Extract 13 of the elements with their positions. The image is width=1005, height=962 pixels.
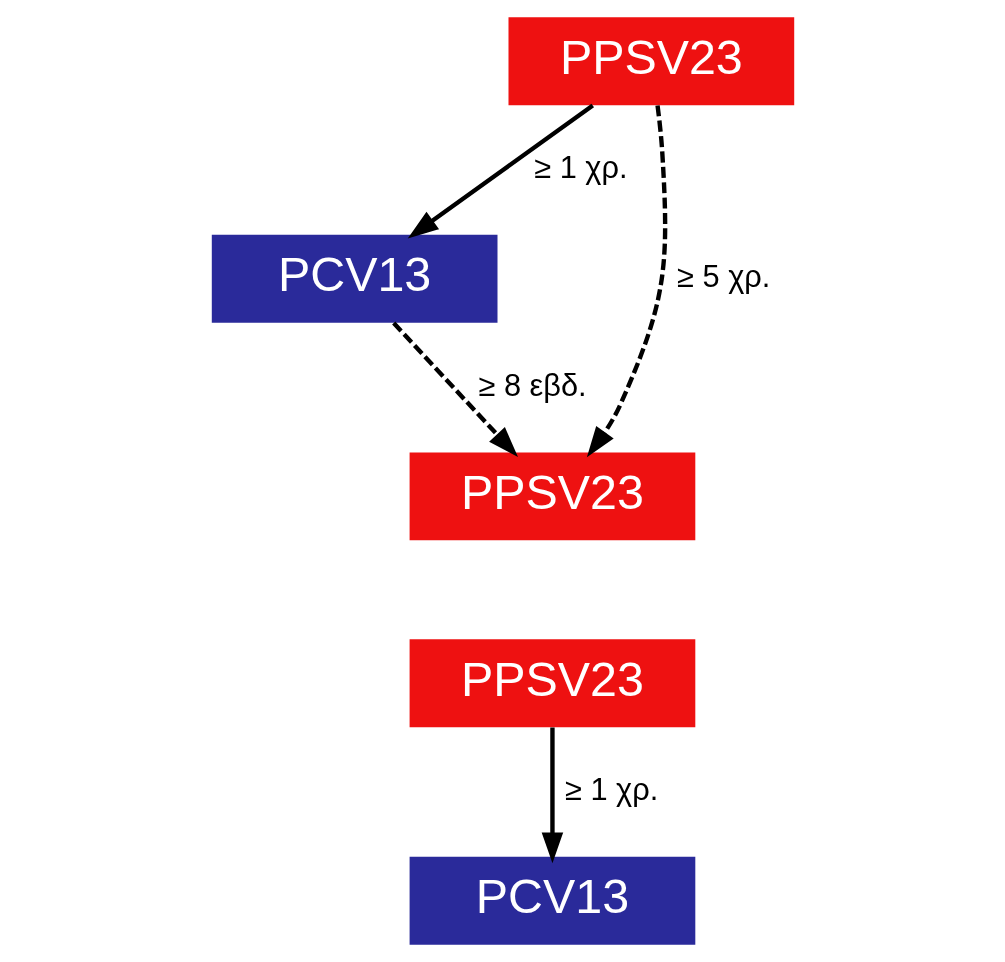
- edge-label: ≥ 5 χρ.: [676, 258, 770, 294]
- arrow: [391, 321, 518, 458]
- node-box: PCV13: [409, 856, 695, 945]
- node-box: PPSV23: [508, 17, 794, 106]
- node-box: PCV13: [211, 234, 497, 323]
- edge-label: ≥ 1 χρ.: [533, 150, 628, 186]
- arrow: [407, 103, 594, 239]
- node-box: PPSV23: [409, 639, 695, 728]
- arrow: [541, 727, 563, 864]
- node-box: PPSV23: [409, 452, 695, 541]
- edge-label: ≥ 1 χρ.: [564, 772, 658, 808]
- arrow: [586, 105, 667, 458]
- edge-label: ≥ 8 εβδ.: [477, 367, 587, 403]
